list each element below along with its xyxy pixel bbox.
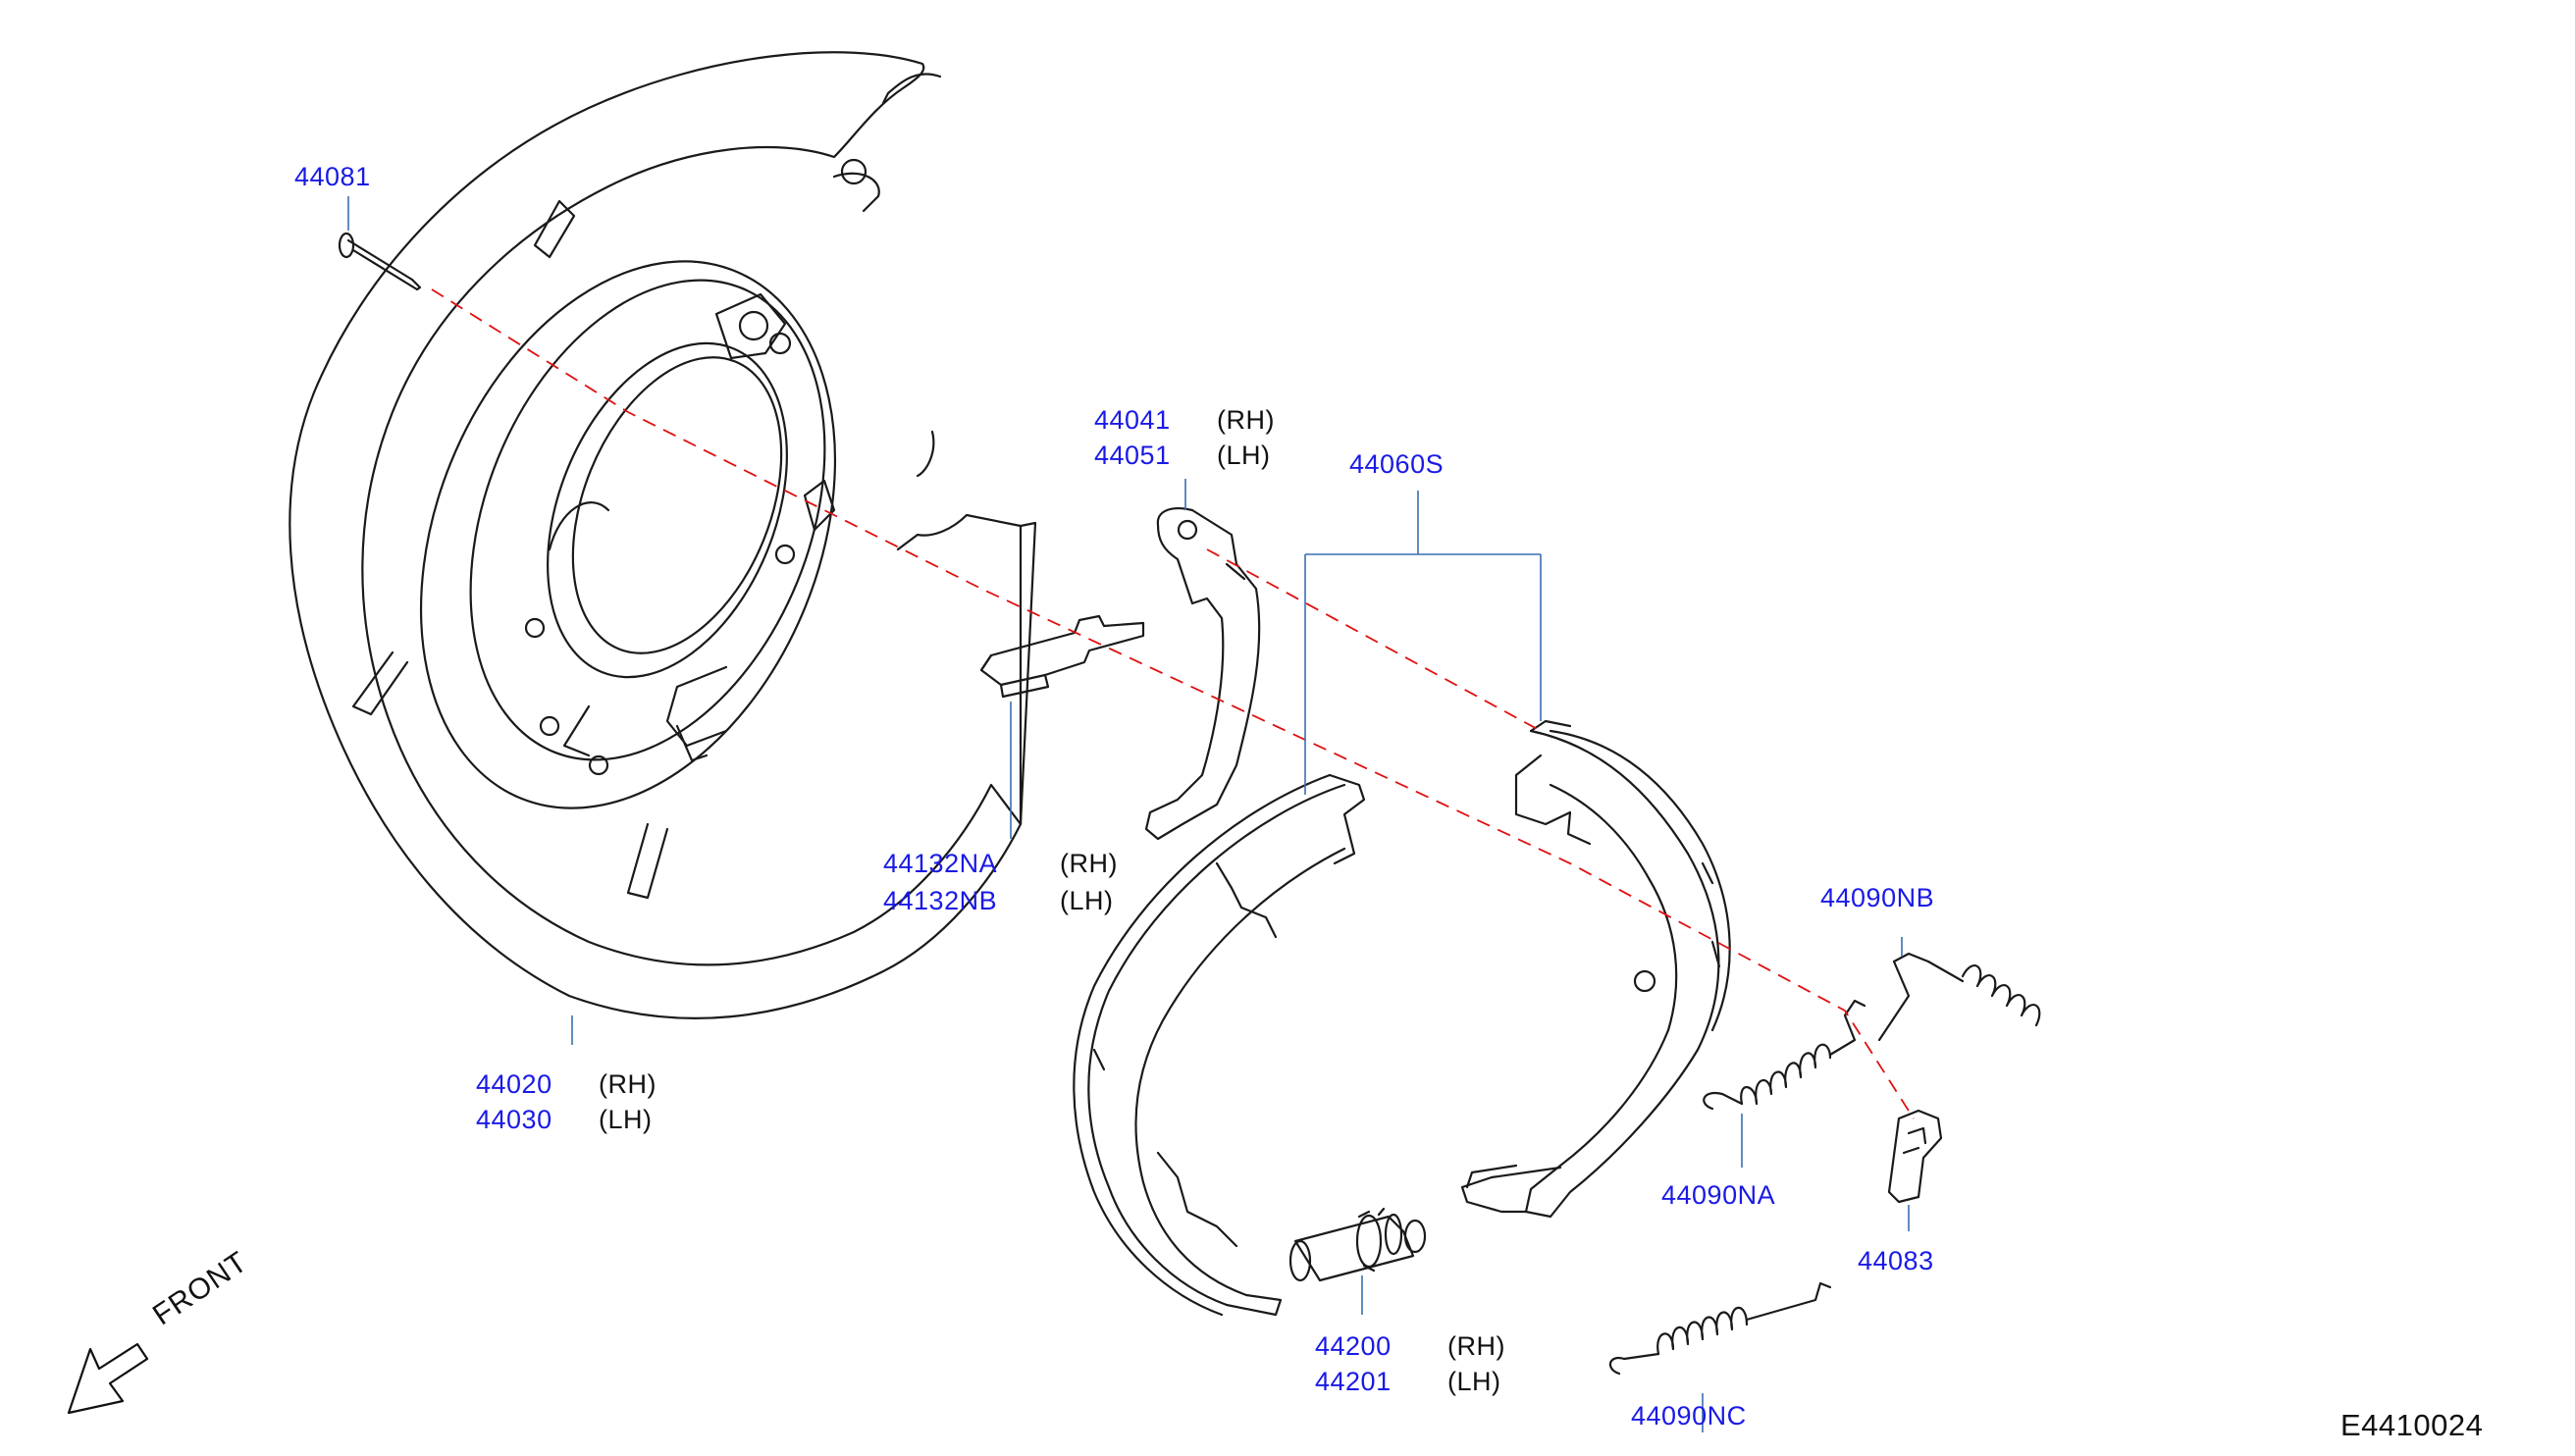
callout-44132nb: 44132NB — [883, 886, 998, 915]
callout-44132nb-side: (LH) — [1060, 886, 1114, 915]
callout-44083: 44083 — [1858, 1246, 1934, 1275]
callout-44132na: 44132NA — [883, 849, 998, 878]
callout-44060s: 44060S — [1349, 449, 1445, 479]
backing-plate — [289, 51, 1037, 1019]
callout-44030: 44030 — [476, 1105, 552, 1134]
clip-44083 — [1887, 1109, 1943, 1204]
brake-shoe-right — [1460, 719, 1731, 1219]
callout-44051: 44051 — [1094, 441, 1171, 470]
callout-44201-side: (LH) — [1447, 1367, 1501, 1396]
axis-centerline — [431, 288, 1915, 1119]
callout-44201: 44201 — [1315, 1367, 1392, 1396]
spring-44090nc — [1608, 1281, 1832, 1376]
adjuster-lever — [979, 614, 1145, 699]
callout-44081: 44081 — [294, 162, 371, 191]
callout-44041-side: (RH) — [1217, 405, 1275, 435]
callout-44132na-side: (RH) — [1060, 849, 1118, 878]
callout-44041: 44041 — [1094, 405, 1171, 435]
callout-44200-side: (RH) — [1447, 1331, 1505, 1361]
spring-44090na — [1703, 999, 1866, 1111]
drawing-reference: E4410024 — [2340, 1408, 2484, 1442]
callout-44090na: 44090NA — [1661, 1180, 1776, 1210]
callout-44030-side: (LH) — [599, 1105, 653, 1134]
parking-lever — [1144, 507, 1261, 841]
arrow-front-icon — [67, 1342, 149, 1415]
leader-lines — [347, 196, 1910, 1432]
spring-44090nb — [1877, 952, 2041, 1042]
bolt-44081 — [338, 232, 422, 291]
callout-44020: 44020 — [476, 1069, 552, 1099]
callout-44020-side: (RH) — [599, 1069, 657, 1099]
callout-44090nc: 44090NC — [1631, 1401, 1747, 1430]
callout-44200: 44200 — [1315, 1331, 1392, 1361]
callout-44051-side: (LH) — [1217, 441, 1271, 470]
brake-shoe-left — [1073, 773, 1366, 1317]
callout-44090nb: 44090NB — [1820, 883, 1935, 912]
wheel-cylinder — [1288, 1207, 1427, 1282]
